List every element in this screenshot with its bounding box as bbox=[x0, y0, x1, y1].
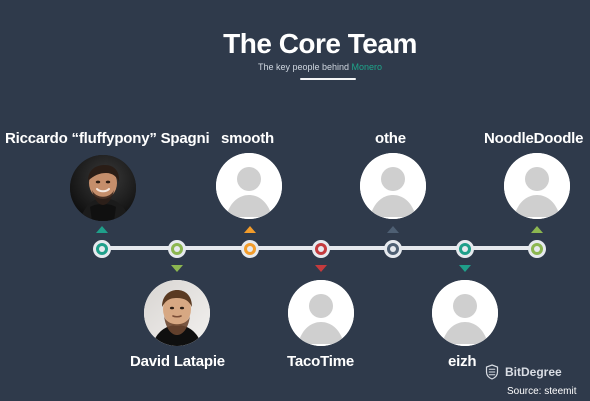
page-title: The Core Team bbox=[223, 28, 417, 59]
bitdegree-watermark: BitDegree bbox=[485, 364, 562, 380]
member-avatar-riccardo bbox=[70, 155, 136, 221]
triangle-down-david bbox=[171, 265, 183, 272]
member-avatar-david bbox=[144, 280, 210, 346]
member-avatar-othe bbox=[360, 153, 426, 219]
timeline-dot-riccardo bbox=[93, 240, 111, 258]
member-name-eizh: eizh bbox=[448, 353, 477, 370]
subtitle-prefix: The key people behind bbox=[257, 62, 352, 72]
triangle-down-tacotime bbox=[315, 265, 327, 272]
member-name-tacotime: TacoTime bbox=[287, 353, 355, 370]
timeline-dot-othe bbox=[384, 240, 402, 258]
member-name-david: David Latapie bbox=[130, 353, 225, 370]
timeline-dot-smooth bbox=[241, 240, 259, 258]
triangle-up-riccardo bbox=[96, 226, 108, 233]
timeline-dot-david bbox=[168, 240, 186, 258]
page-subtitle: The key people behind Monero bbox=[0, 62, 590, 72]
member-name-noodledoodle: NoodleDoodle bbox=[484, 130, 584, 147]
member-avatar-smooth bbox=[216, 153, 282, 219]
triangle-down-eizh bbox=[459, 265, 471, 272]
triangle-up-smooth bbox=[244, 226, 256, 233]
timeline-dot-noodledoodle bbox=[528, 240, 546, 258]
watermark-text: BitDegree bbox=[505, 365, 562, 379]
shield-icon bbox=[485, 364, 499, 380]
source-credit: Source: steemit bbox=[507, 386, 577, 397]
timeline-dot-tacotime bbox=[312, 240, 330, 258]
triangle-up-othe bbox=[387, 226, 399, 233]
member-avatar-eizh bbox=[432, 280, 498, 346]
member-avatar-tacotime bbox=[288, 280, 354, 346]
member-name-othe: othe bbox=[375, 130, 406, 147]
title-underline bbox=[300, 78, 356, 80]
member-name-smooth: smooth bbox=[221, 130, 274, 147]
member-avatar-noodledoodle bbox=[504, 153, 570, 219]
timeline-dot-eizh bbox=[456, 240, 474, 258]
triangle-up-noodledoodle bbox=[531, 226, 543, 233]
subtitle-accent: Monero bbox=[351, 62, 383, 72]
member-name-riccardo: Riccardo “fluffypony” Spagni bbox=[5, 130, 210, 147]
